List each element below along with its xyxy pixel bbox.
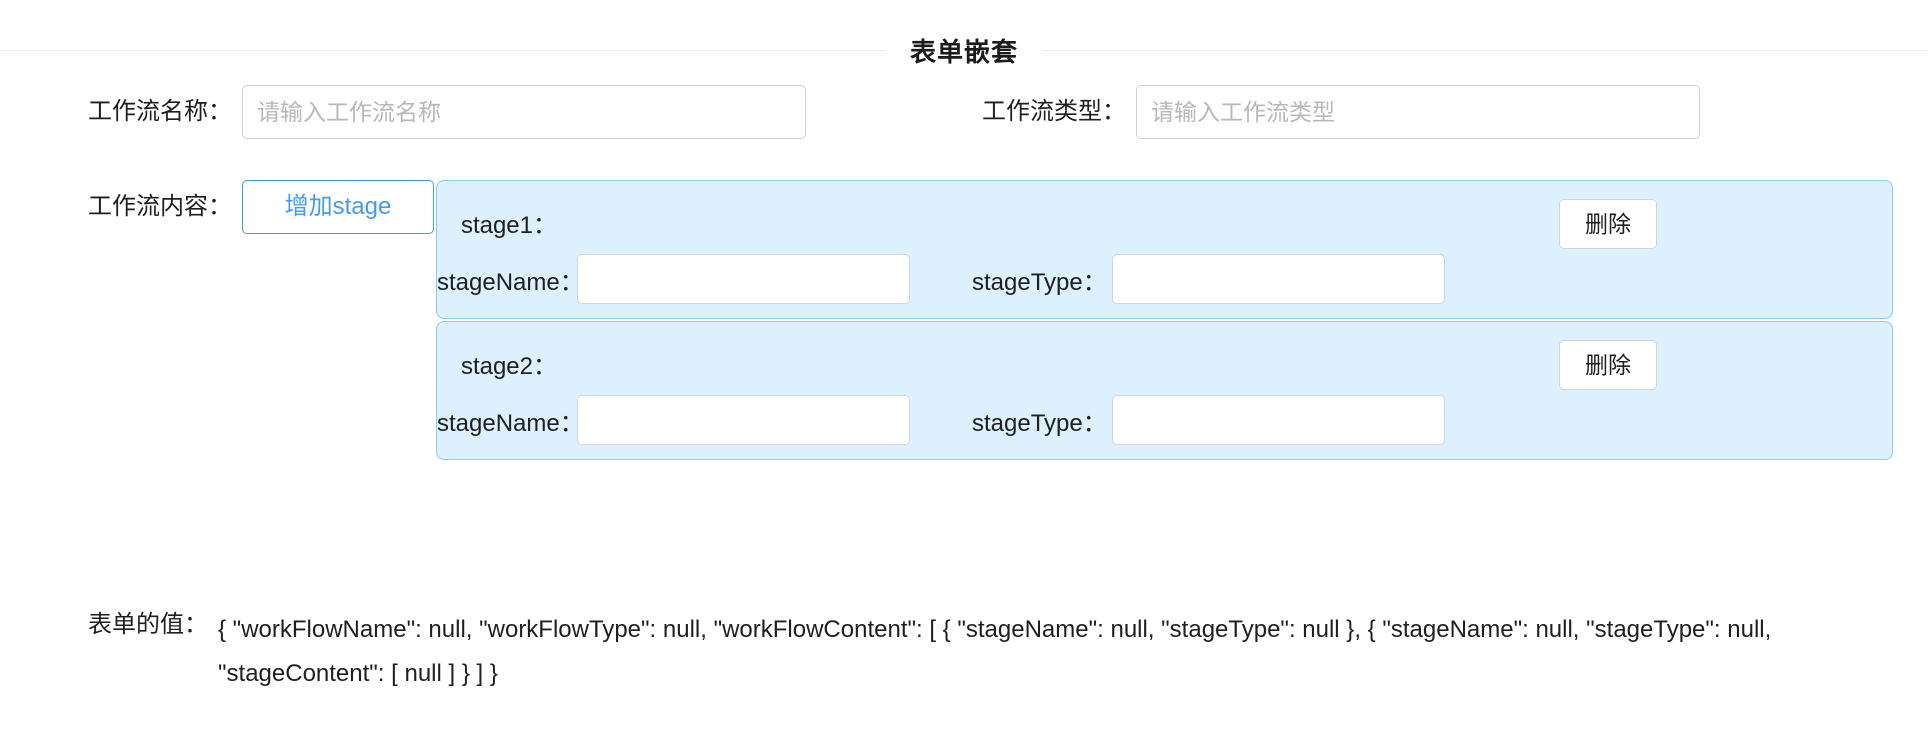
stage-type-input[interactable] [1112,395,1445,445]
stage-name-input[interactable] [577,254,910,304]
section-title-divider: 表单嵌套 [0,22,1928,78]
stage-panel: stage2： 删除 stageName： stageType： [436,321,1893,460]
stage-name-group: stageName： [437,395,910,445]
stage-type-group: stageType： [972,254,1445,304]
form-row-workflow-name: 工作流名称： [56,85,806,139]
stage-name-group: stageName： [437,254,910,304]
workflow-name-input[interactable] [242,85,806,139]
workflow-name-label: 工作流名称： [88,98,232,125]
stage-type-label: stageType： [972,409,1107,437]
divider-line-left [0,49,886,51]
form-value-output: { "workFlowName": null, "workFlowType": … [218,616,1778,687]
form-row-workflow-type: 工作流类型： [950,85,1700,139]
stage-type-group: stageType： [972,395,1445,445]
page-title: 表单嵌套 [910,36,1019,67]
form-value-label: 表单的值： [88,611,208,638]
stage-name-input[interactable] [577,395,910,445]
stage-heading: stage1： [460,212,557,239]
stage-type-label: stageType： [972,268,1107,296]
stage-list: stage1： 删除 stageName： stageType： stage2：… [436,180,1893,460]
stage-heading: stage2： [460,353,557,380]
divider-line-right [1042,49,1928,51]
workflow-content-label: 工作流内容： [88,193,232,220]
stage-panel: stage1： 删除 stageName： stageType： [436,180,1893,319]
stage-fields: stageName： stageType： [437,254,1445,304]
workflow-type-label: 工作流类型： [982,98,1126,125]
stage-type-input[interactable] [1112,254,1445,304]
stage-fields: stageName： stageType： [437,395,1445,445]
add-stage-button[interactable]: 增加stage [242,180,434,234]
stage-name-label: stageName： [437,268,584,296]
form-value-row: 表单的值： { "workFlowName": null, "workFlowT… [56,608,1912,696]
delete-stage-button[interactable]: 删除 [1559,199,1657,249]
form-row-workflow-content: 工作流内容： 增加stage stage1： 删除 stageName： sta… [56,180,1893,460]
delete-stage-button[interactable]: 删除 [1559,340,1657,390]
stage-name-label: stageName： [437,409,584,437]
workflow-type-input[interactable] [1136,85,1700,139]
